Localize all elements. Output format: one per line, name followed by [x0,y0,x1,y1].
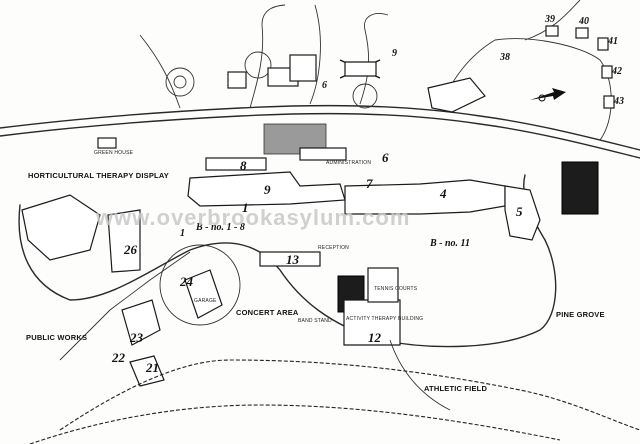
administration-building [299,147,347,161]
number-24: 24 [180,274,193,289]
north-arrow-icon [530,88,566,102]
label-b-no-11: B - no. 11 [430,238,471,249]
label-administration: ADMINISTRATION [326,160,372,166]
number-5: 5 [516,204,523,219]
south-path [389,339,451,411]
building-38 [427,77,486,113]
number-7: 7 [366,176,373,191]
building-43 [603,95,615,109]
demolished-building [344,61,377,77]
label-band-stand: BAND STAND [298,318,332,324]
number-41: 41 [608,36,618,47]
small-building-c [227,71,247,89]
building-23 [121,299,161,346]
label-public-works: PUBLIC WORKS [26,333,88,342]
number-42: 42 [612,66,622,77]
building-8 [205,157,267,171]
number-40: 40 [579,16,589,27]
building-13 [259,251,321,267]
label-pine-grove: PINE GROVE [556,310,605,319]
building-42 [601,65,613,79]
west-cluster-1 [21,194,101,261]
label-concert-area: CONCERT AREA [236,308,299,317]
building-39 [545,25,559,37]
building-26 [107,209,141,273]
traffic-circle-west-inner [173,75,187,89]
number-38: 38 [500,52,510,63]
number-39: 39 [545,14,555,25]
north-road-1 [139,34,181,109]
number-22: 22 [112,350,125,365]
label-reception: RECEPTION [318,245,349,251]
small-building-north-2 [289,54,317,82]
number-12: 12 [368,330,381,345]
number-6: 6 [382,150,389,165]
traffic-circle-middle [244,51,272,79]
building-24 [184,269,223,319]
number-26: 26 [124,242,137,257]
main-east-west-road [0,104,640,151]
label-activity-therapy: ACTIVITY THERAPY BUILDING [346,316,424,322]
ring-road [18,174,557,348]
label-horticultural: HORTICULTURAL THERAPY DISPLAY [28,171,169,180]
garage-loop [159,244,241,326]
building-41 [597,37,609,51]
number-21: 21 [146,360,159,375]
label-garage: GARAGE [194,298,217,304]
traffic-circle-east [352,83,378,109]
north-road-4 [359,13,389,105]
dark-lot-east [561,161,599,215]
north-road-3 [309,4,321,105]
number-9: 9 [264,182,271,197]
traffic-circle-west [165,67,195,97]
label-tennis-courts: TENNIS COURTS [374,286,418,292]
label-b-no-1-8: B - no. 1 - 8 [196,222,245,233]
number-23: 23 [130,330,143,345]
main-east-west-road-inner [0,112,640,159]
building-5 [504,185,541,241]
number-1: 1 [242,200,249,215]
rail-line [59,359,640,431]
north-east-road-b [524,0,581,41]
number-13: 13 [286,252,299,267]
building-21 [129,355,165,387]
number-8: 8 [240,158,247,173]
number-6-north: 6 [322,80,327,91]
railway-west-diagonal [59,251,191,361]
number-43: 43 [614,96,624,107]
north-road-2 [249,4,286,109]
number-9-north: 9 [392,48,397,59]
watermark: www.overbrookasylum.com [96,205,411,230]
tennis-courts [367,267,399,303]
rail-line-south [29,404,561,444]
label-green-house: GREEN HOUSE [94,150,134,156]
label-athletic-field: ATHLETIC FIELD [424,384,488,393]
building-40 [575,27,589,39]
number-1-west: 1 [180,228,185,239]
green-house-building [97,137,117,149]
number-4: 4 [440,186,447,201]
